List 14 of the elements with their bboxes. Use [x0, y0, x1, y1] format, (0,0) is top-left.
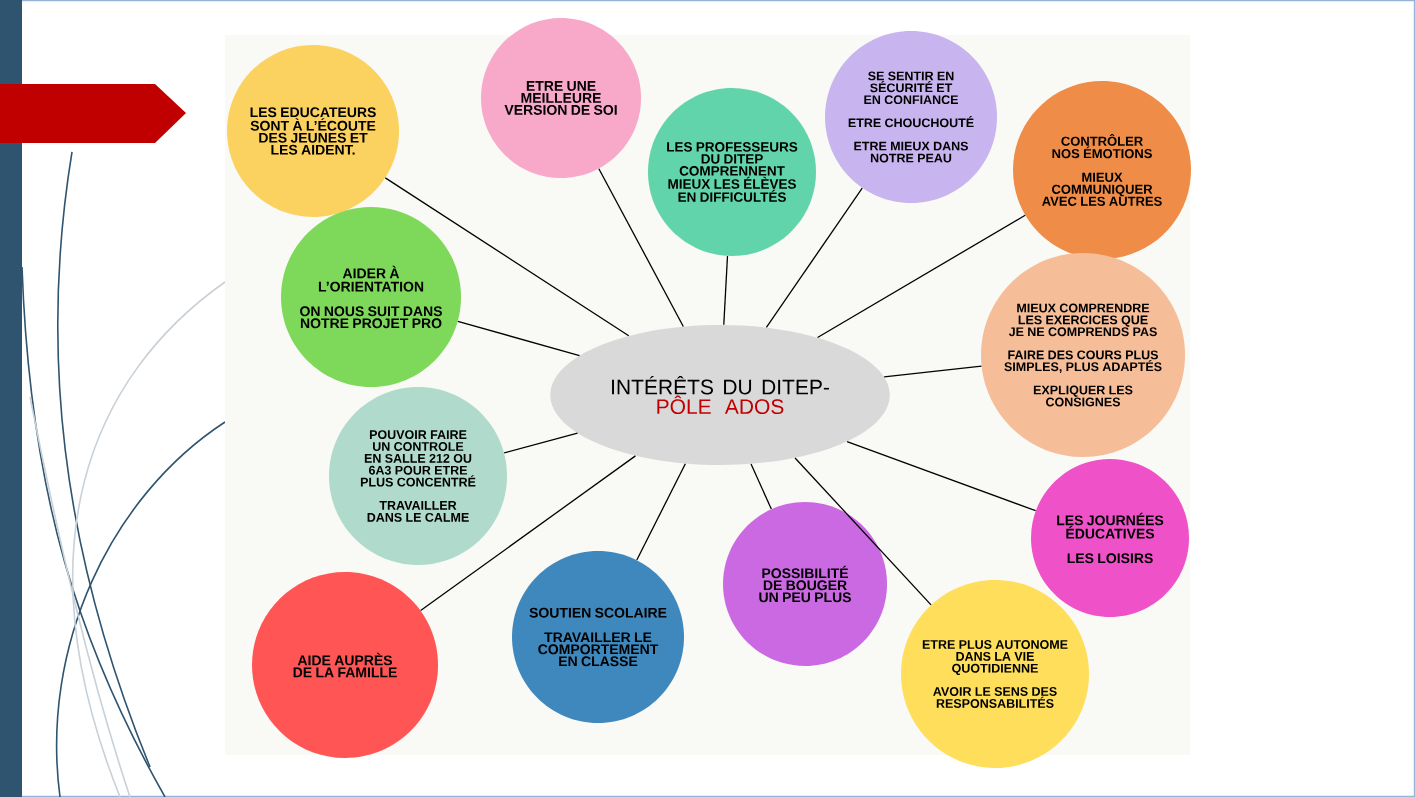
- connector-line: [794, 457, 932, 606]
- connector-line: [384, 177, 630, 337]
- connector-line: [765, 187, 863, 329]
- connector-line: [750, 463, 772, 510]
- connector-line: [846, 440, 1037, 512]
- connector-line: [420, 455, 637, 612]
- central-blob: INTÉRÊTS DU DITEP- PÔLE ADOS: [550, 325, 890, 465]
- connector-line: [598, 168, 684, 328]
- connector-line: [723, 255, 729, 326]
- connector-line: [503, 432, 579, 454]
- connector-line: [883, 365, 983, 378]
- connector-line: [816, 214, 1026, 339]
- connector-line: [636, 463, 686, 561]
- connector-line: [457, 320, 581, 357]
